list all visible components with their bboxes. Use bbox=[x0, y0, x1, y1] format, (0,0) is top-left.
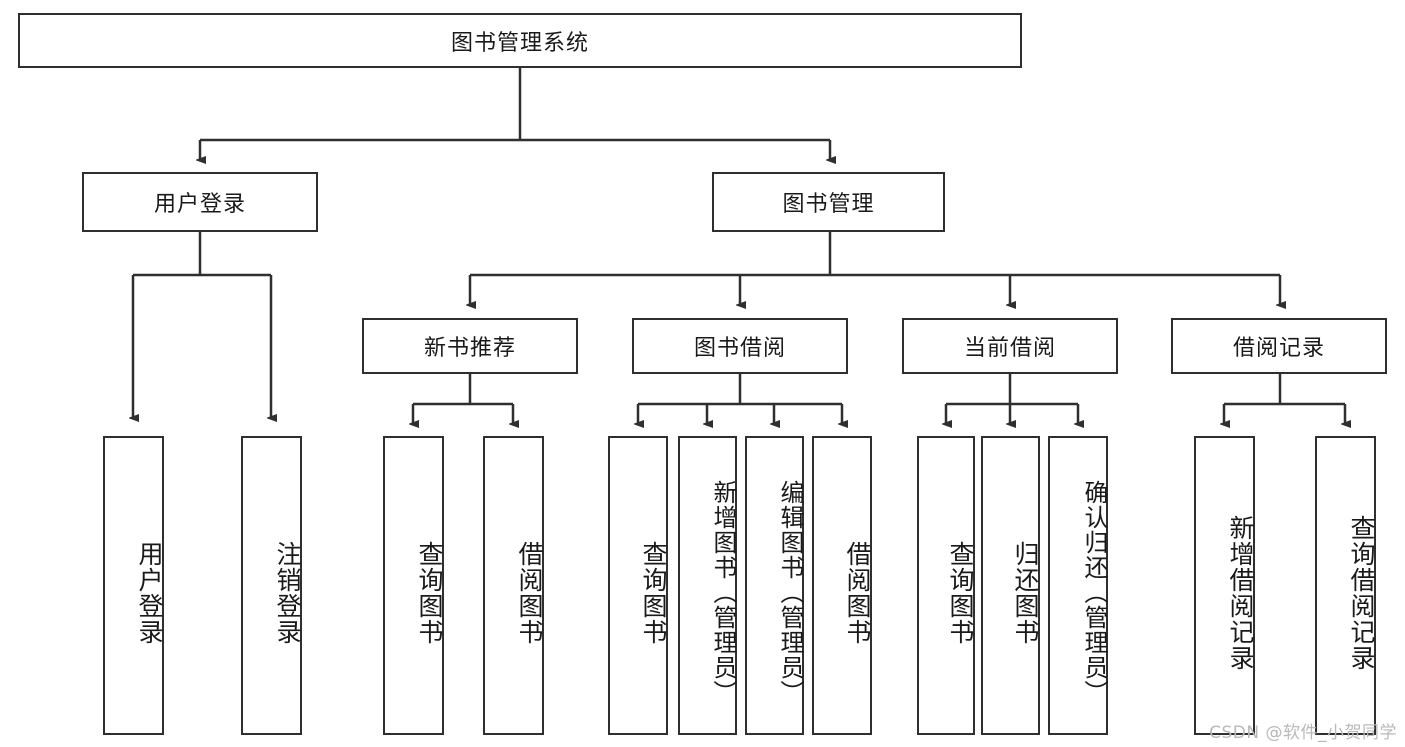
node-new-book-recommend[interactable]: 新书推荐 bbox=[362, 318, 578, 374]
node-leaf-query-book-1[interactable]: 查询图书 bbox=[383, 436, 444, 735]
node-label: 注销登录 bbox=[273, 540, 302, 645]
node-book-management-system[interactable]: 图书管理系统 bbox=[18, 13, 1022, 68]
node-leaf-query-book-2[interactable]: 查询图书 bbox=[608, 436, 668, 735]
node-leaf-query-book-3[interactable]: 查询图书 bbox=[917, 436, 975, 735]
node-user-login[interactable]: 用户登录 bbox=[82, 172, 318, 232]
node-label: 借阅图书 bbox=[515, 540, 544, 645]
node-label: 用户登录 bbox=[153, 192, 246, 217]
node-leaf-add-book[interactable]: 新增图书（管理员） bbox=[678, 436, 737, 735]
node-current-borrow[interactable]: 当前借阅 bbox=[902, 318, 1118, 374]
node-label: 借阅图书 bbox=[843, 540, 872, 645]
node-book-borrow[interactable]: 图书借阅 bbox=[632, 318, 848, 374]
node-label: 归还图书 bbox=[1011, 540, 1040, 645]
node-label: 确认归还（管理员） bbox=[1080, 480, 1108, 705]
node-leaf-query-record[interactable]: 查询借阅记录 bbox=[1315, 436, 1376, 735]
node-book-management[interactable]: 图书管理 bbox=[712, 172, 945, 232]
node-label: 新增图书（管理员） bbox=[709, 480, 737, 705]
node-leaf-return-book[interactable]: 归还图书 bbox=[981, 436, 1040, 735]
node-leaf-borrow-book-2[interactable]: 借阅图书 bbox=[812, 436, 872, 735]
node-label: 借阅记录 bbox=[1232, 336, 1325, 361]
node-leaf-borrow-book-1[interactable]: 借阅图书 bbox=[483, 436, 544, 735]
node-label: 新书推荐 bbox=[423, 336, 516, 361]
node-leaf-add-record[interactable]: 新增借阅记录 bbox=[1194, 436, 1255, 735]
node-label: 用户登录 bbox=[135, 540, 164, 645]
node-leaf-user-login[interactable]: 用户登录 bbox=[103, 436, 164, 735]
node-borrow-record[interactable]: 借阅记录 bbox=[1171, 318, 1387, 374]
node-label: 新增借阅记录 bbox=[1226, 514, 1255, 671]
csdn-watermark: CSDN @软件_小贺同学 bbox=[1209, 723, 1397, 743]
node-leaf-logout-login[interactable]: 注销登录 bbox=[241, 436, 302, 735]
node-label: 图书管理系统 bbox=[450, 30, 589, 56]
node-label: 查询图书 bbox=[946, 540, 975, 645]
node-label: 查询图书 bbox=[639, 540, 668, 645]
node-label: 查询图书 bbox=[415, 540, 444, 645]
node-label: 当前借阅 bbox=[963, 336, 1056, 361]
node-label: 图书管理 bbox=[782, 192, 875, 217]
node-leaf-confirm-return[interactable]: 确认归还（管理员） bbox=[1048, 436, 1108, 735]
node-label: 图书借阅 bbox=[693, 336, 786, 361]
node-leaf-edit-book[interactable]: 编辑图书（管理员） bbox=[745, 436, 804, 735]
node-label: 编辑图书（管理员） bbox=[776, 480, 804, 705]
node-label: 查询借阅记录 bbox=[1347, 514, 1376, 671]
